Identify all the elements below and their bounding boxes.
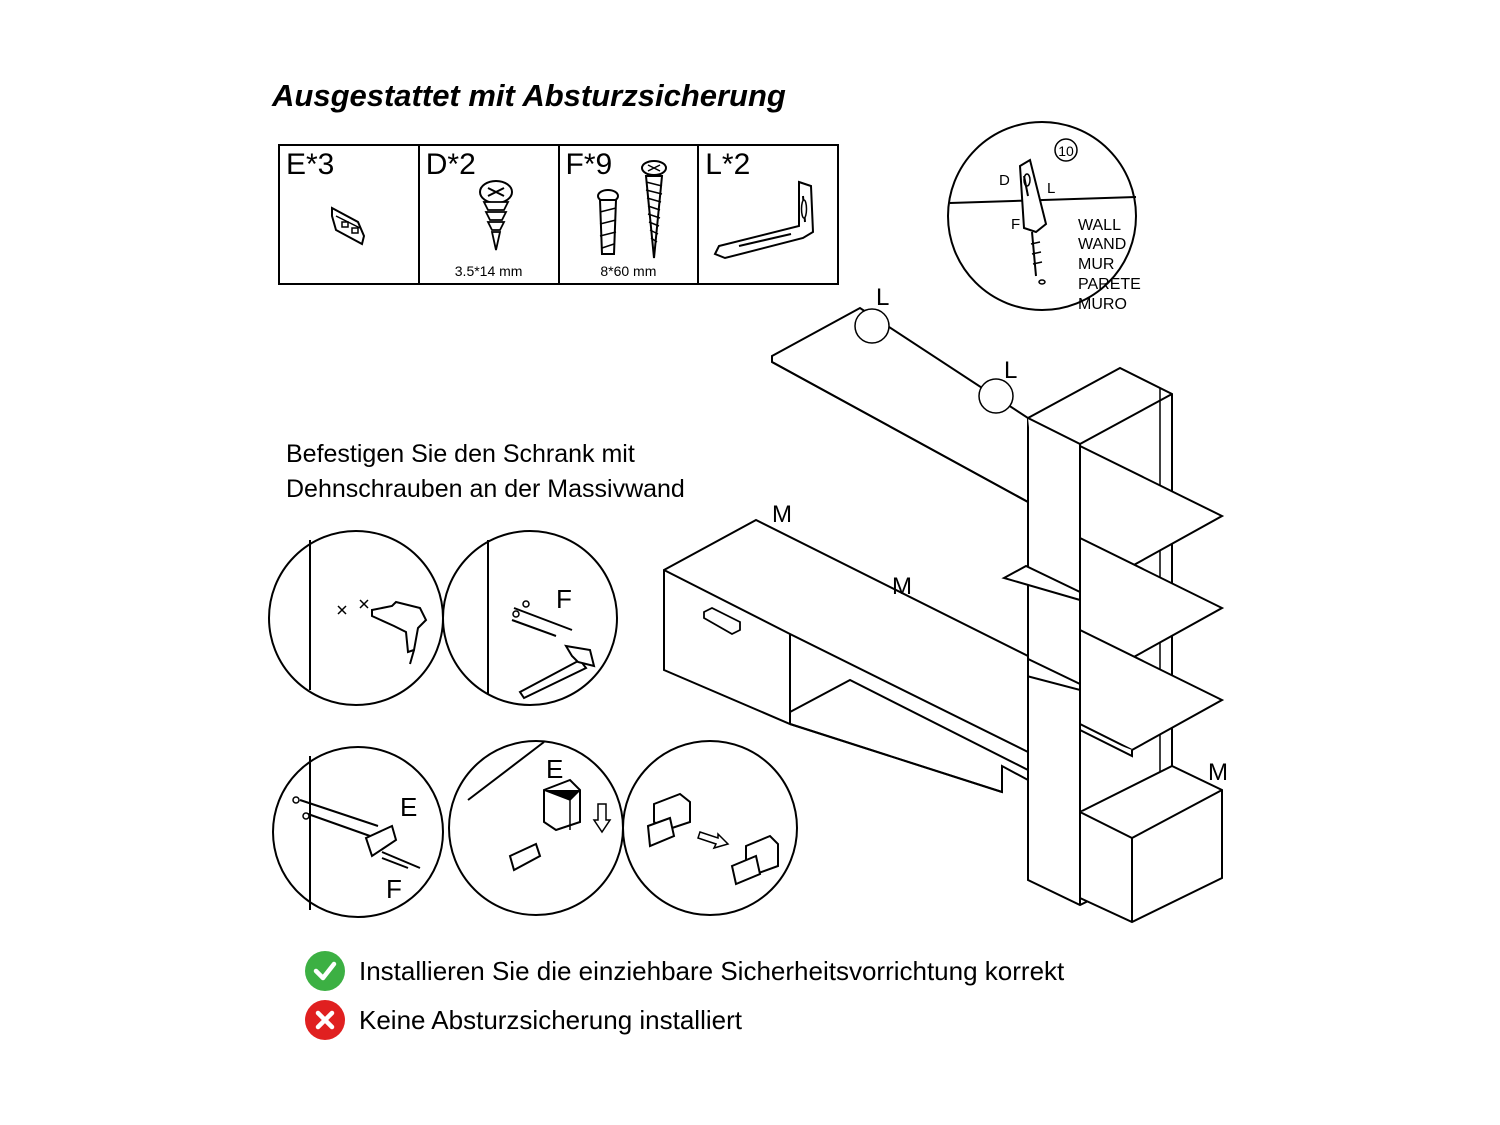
detail-bracket-mount: E F [272, 746, 444, 918]
part-label: D*2 [425, 148, 476, 181]
part-size: 8*60 mm [600, 263, 657, 279]
cabinet-label-l: L [876, 284, 889, 311]
wall-word: MUR [1078, 256, 1114, 273]
detail-label-e: E [400, 792, 417, 822]
detail-hammer: F [442, 530, 618, 706]
cabinet-label-l: L [1004, 357, 1017, 384]
part-cell-e: E*3 [280, 146, 420, 283]
cabinet-label-m: M [772, 501, 792, 528]
detail-label-f: F [556, 584, 572, 614]
legend-correct: Installieren Sie die einziehbare Sicherh… [305, 951, 1064, 991]
wall-word: WAND [1078, 236, 1126, 253]
part-label: E*3 [286, 148, 335, 181]
legend-text: Installieren Sie die einziehbare Sicherh… [359, 955, 1065, 986]
anchor-screw-f-icon [596, 160, 667, 259]
part-cell-l: L*2 [699, 146, 837, 283]
wall-word: PARETE [1078, 276, 1141, 293]
detail-hang-cabinet: E [448, 740, 624, 916]
detail-label-l: L [1047, 180, 1055, 197]
part-label: L*2 [705, 148, 751, 181]
instruction-line: Befestigen Sie den Schrank mit [286, 440, 635, 468]
cross-icon [305, 1000, 345, 1040]
checkmark-icon [305, 951, 345, 991]
arrow-down-icon [592, 803, 612, 834]
legend-text: Keine Absturzsicherung installiert [359, 1004, 742, 1035]
part-size: 3.5*14 mm [454, 263, 523, 279]
arrow-right-icon [697, 831, 730, 850]
cabinet-part-icon [543, 778, 581, 832]
detail-label-f: F [1011, 216, 1020, 233]
cabinet-label-m: M [892, 573, 912, 600]
screw-d-icon [478, 180, 513, 251]
wall-word: MURO [1078, 296, 1127, 313]
bracket-e-icon [331, 206, 366, 246]
part-label: F*9 [565, 148, 613, 181]
cabinet-drawing [663, 306, 1225, 924]
detail-label-f: F [386, 874, 402, 904]
wall-word: WALL [1078, 217, 1121, 234]
parts-table: E*3 D*2 3.5*14 mm F*9 8*60 mm L*2 [278, 144, 839, 285]
bracket-e-icon [508, 842, 542, 872]
detail-slide-lock [622, 740, 798, 916]
wall-detail: 10 D L F WALL WAND MUR PARETE MURO [947, 121, 1141, 313]
instruction-line: Dehnschrauben an der Massivwand [286, 475, 685, 503]
legend-wrong: Keine Absturzsicherung installiert [305, 1000, 742, 1040]
hammer-icon [518, 658, 588, 700]
part-cell-d: D*2 3.5*14 mm [420, 146, 560, 283]
page-title: Ausgestattet mit Absturzsicherung [272, 78, 786, 113]
bracket-e-icon [364, 824, 398, 858]
drill-icon [371, 600, 428, 654]
cabinet-label-m: M [1208, 759, 1228, 786]
detail-drill [268, 530, 444, 706]
detail-label-e: E [546, 754, 563, 784]
step-number: 10 [1058, 143, 1074, 159]
detail-label-d: D [999, 172, 1010, 189]
angle-bracket-l-icon [713, 180, 815, 260]
part-cell-f: F*9 8*60 mm [560, 146, 700, 283]
step-badge [1054, 138, 1078, 162]
